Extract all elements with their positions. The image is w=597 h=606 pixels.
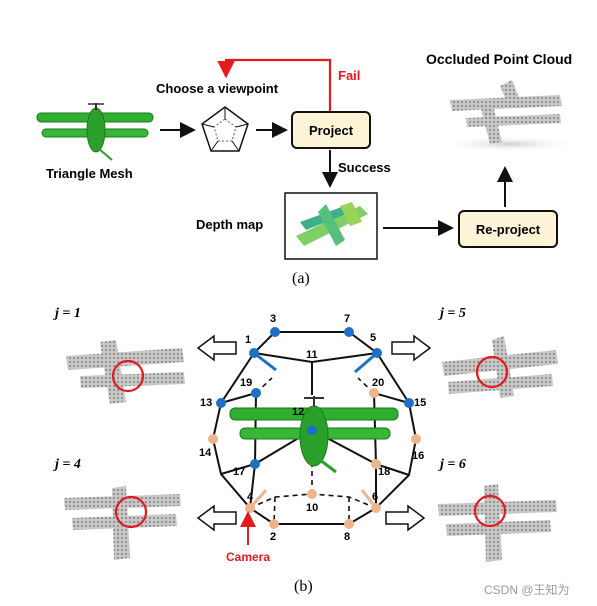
fail-loop-arrow — [217, 58, 332, 111]
vertex-label-20: 20 — [372, 377, 385, 389]
occluded-point-cloud-label: Occluded Point Cloud — [426, 51, 573, 67]
dodecahedron-icon — [201, 106, 249, 152]
hollow-arrow-j1 — [196, 334, 237, 362]
highlight-circle-j6 — [473, 494, 507, 528]
choose-viewpoint-label: Choose a viewpoint — [156, 81, 279, 96]
depth-map-image — [284, 192, 378, 260]
highlight-circle-j4 — [114, 495, 148, 529]
vertex-label-19: 19 — [240, 377, 253, 389]
vertex-label-6: 6 — [372, 491, 379, 503]
vertex-label-3: 3 — [270, 313, 277, 325]
highlight-circle-j5 — [475, 355, 509, 389]
j5-label: j = 5 — [440, 306, 466, 321]
camera-label: Camera — [226, 550, 271, 564]
fail-label: Fail — [338, 68, 361, 83]
vertex-label-13: 13 — [200, 397, 213, 409]
vertex-label-15: 15 — [414, 397, 427, 409]
caption-a: (a) — [292, 270, 310, 287]
occluded-point-cloud-top — [440, 80, 580, 152]
hollow-arrow-j6 — [385, 504, 426, 532]
pointcloud-j1 — [66, 340, 185, 404]
j4-label: j = 4 — [55, 457, 81, 472]
vertex-label-14: 14 — [199, 447, 212, 459]
hollow-arrow-j5 — [391, 334, 432, 362]
vertex-label-4: 4 — [247, 491, 254, 503]
pointcloud-j5 — [442, 336, 558, 398]
highlight-circle-j1 — [111, 359, 145, 393]
watermark: CSDN @王知为 — [484, 583, 570, 597]
caption-b: (b) — [294, 578, 313, 595]
vertex-label-5: 5 — [370, 332, 377, 344]
hollow-arrow-j4 — [196, 504, 237, 532]
j6-label: j = 6 — [440, 457, 466, 472]
vertex-label-2: 2 — [270, 531, 277, 543]
depth-map-label: Depth map — [196, 217, 264, 232]
pointcloud-j6 — [438, 484, 557, 562]
vertex-label-18: 18 — [378, 466, 391, 478]
vertex-label-8: 8 — [344, 531, 351, 543]
j1-label: j = 1 — [55, 306, 81, 321]
success-label: Success — [338, 160, 391, 175]
vertex-label-17: 17 — [233, 466, 246, 478]
vertices-orange — [208, 388, 421, 529]
pointcloud-j4 — [64, 486, 181, 560]
triangle-mesh-label: Triangle Mesh — [46, 166, 133, 181]
vertex-label-10: 10 — [306, 502, 319, 514]
project-box: Project — [291, 111, 371, 149]
vertex-label-12: 12 — [292, 406, 305, 418]
vertex-label-11: 11 — [306, 349, 318, 361]
vertex-label-7: 7 — [344, 313, 351, 325]
vertex-label-16: 16 — [412, 450, 425, 462]
reproject-box: Re-project — [458, 210, 558, 248]
triangle-mesh-airplane — [36, 103, 154, 161]
vertices-blue — [216, 327, 414, 469]
vertex-label-1: 1 — [245, 334, 252, 346]
